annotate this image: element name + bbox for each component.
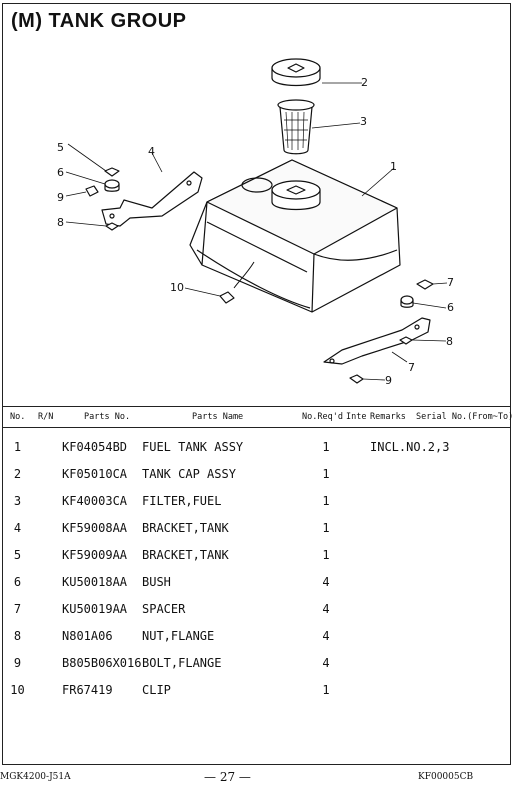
table-header-top-rule [2, 406, 511, 407]
row-part-name: BOLT,FLANGE [142, 656, 222, 670]
tank-recess [241, 177, 273, 193]
callout-label: 8 [57, 216, 64, 229]
page-title: (M) TANK GROUP [11, 10, 187, 32]
row-part-name: BRACKET,TANK [142, 521, 229, 535]
row-part-no: KU50018AA [62, 575, 128, 589]
fuel-filter [277, 99, 315, 155]
row-part-no: N801A06 [62, 629, 113, 643]
row-part-no: KF04054BD [62, 440, 128, 454]
row-part-no: B805B06X016 [62, 656, 142, 670]
callout-label: 2 [361, 76, 368, 89]
callout-label: 7 [408, 361, 415, 374]
row-no: 8 [13, 629, 22, 643]
table-row: 2 KF05010CA TANK CAP ASSY 1 [0, 459, 516, 486]
table-row: 6 KU50018AA BUSH 4 [0, 567, 516, 594]
header-serial: Serial No.(From~To) [416, 412, 514, 422]
row-no: 3 [13, 494, 22, 508]
table-row: 8 N801A06 NUT,FLANGE 4 [0, 621, 516, 648]
row-no: 2 [13, 467, 22, 481]
row-no: 1 [13, 440, 22, 454]
row-qty: 1 [322, 494, 330, 508]
callout-label: 1 [390, 160, 397, 173]
row-qty: 1 [322, 548, 330, 562]
row-part-no: KF40003CA [62, 494, 128, 508]
row-qty: 1 [322, 467, 330, 481]
row-part-no: KF05010CA [62, 467, 128, 481]
header-remarks: Remarks [370, 412, 406, 422]
row-qty: 1 [322, 440, 330, 454]
table-row: 5 KF59009AA BRACKET,TANK 1 [0, 540, 516, 567]
row-no: 5 [13, 548, 22, 562]
row-qty: 4 [322, 575, 330, 589]
bracket-4 [101, 171, 203, 227]
row-part-no: KU50019AA [62, 602, 128, 616]
callout-label: 9 [57, 191, 64, 204]
row-qty: 4 [322, 629, 330, 643]
parts-diagram [65, 58, 448, 384]
row-part-name: TANK CAP ASSY [142, 467, 236, 481]
callout-label: 9 [385, 374, 392, 387]
page-frame [2, 3, 511, 765]
header-inte: Inte [346, 412, 367, 422]
footer-model-code: MGK4200-J51A [0, 772, 71, 782]
row-part-no: KF59009AA [62, 548, 128, 562]
header-part-no: Parts No. [84, 412, 131, 422]
callout-label: 7 [447, 276, 454, 289]
callout-label: 4 [148, 145, 155, 158]
table-row: 3 KF40003CA FILTER,FUEL 1 [0, 486, 516, 513]
callout-label: 6 [57, 166, 64, 179]
row-qty: 4 [322, 656, 330, 670]
callout-label: 6 [447, 301, 454, 314]
row-no: 9 [13, 656, 22, 670]
row-no: 7 [13, 602, 22, 616]
table-header: No. R/N Parts No. Parts Name No.Req'd In… [0, 406, 516, 428]
row-part-no: FR67419 [62, 683, 113, 697]
row-no: 10 [10, 683, 25, 697]
row-part-name: CLIP [142, 683, 171, 697]
table-row: 10 FR67419 CLIP 1 [0, 675, 516, 702]
callout-label: 10 [170, 281, 184, 294]
bracket-5 [323, 317, 431, 365]
row-qty: 1 [322, 683, 330, 697]
row-no: 4 [13, 521, 22, 535]
tank-side-line [206, 221, 308, 273]
table-row: 4 KF59008AA BRACKET,TANK 1 [0, 513, 516, 540]
row-part-name: BRACKET,TANK [142, 548, 229, 562]
callout-label: 8 [446, 335, 453, 348]
header-qty: No.Req'd [302, 412, 343, 422]
row-part-name: BUSH [142, 575, 171, 589]
header-no: No. [10, 412, 26, 422]
table-row: 7 KU50019AA SPACER 4 [0, 594, 516, 621]
row-part-no: KF59008AA [62, 521, 128, 535]
tank-cap [271, 58, 321, 87]
table-header-bottom-rule [2, 427, 511, 428]
row-no: 6 [13, 575, 22, 589]
row-part-name: FILTER,FUEL [142, 494, 222, 508]
row-part-name: SPACER [142, 602, 186, 616]
row-part-name: FUEL TANK ASSY [142, 440, 244, 454]
table-row: 9 B805B06X016 BOLT,FLANGE 4 [0, 648, 516, 675]
table-row: 1 KF04054BD FUEL TANK ASSY 1 INCL.NO.2,3 [0, 432, 516, 459]
fuel-line [233, 261, 255, 289]
callout-label: 5 [57, 141, 64, 154]
callout-label: 3 [360, 115, 367, 128]
row-qty: 1 [322, 521, 330, 535]
header-rn: R/N [38, 412, 54, 422]
header-part-name: Parts Name [192, 412, 244, 422]
footer-doc-code: KF00005CB [418, 772, 474, 782]
row-remarks: INCL.NO.2,3 [370, 440, 450, 454]
page-number: — 27 — [204, 770, 251, 784]
page-footer: MGK4200-J51A — 27 — KF00005CB [0, 768, 516, 788]
row-qty: 4 [322, 602, 330, 616]
row-part-name: NUT,FLANGE [142, 629, 215, 643]
